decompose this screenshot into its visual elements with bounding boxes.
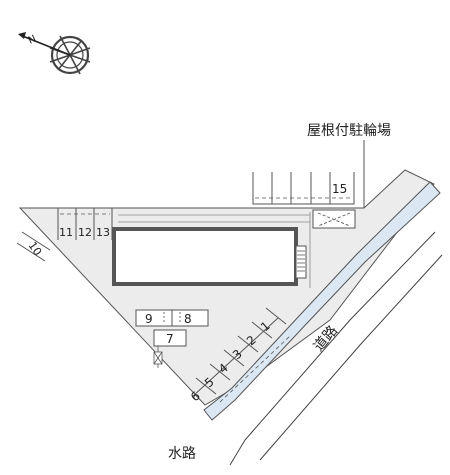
parking-row-upper-right: 15 — [252, 172, 355, 205]
compass-rose-icon: N — [18, 32, 91, 75]
parking-row-top: 11 12 13 — [57, 208, 113, 240]
parking-slot-label: 9 — [145, 312, 153, 326]
parking-slot-label: 12 — [78, 226, 92, 239]
parking-slot-label: 8 — [184, 312, 192, 326]
compass-north-letter: N — [27, 34, 38, 47]
waterway-label: 水路 — [168, 446, 196, 462]
road — [229, 231, 443, 466]
parking-slot-label: 10 — [26, 239, 45, 258]
parking-slot-label: 7 — [166, 332, 174, 346]
parking-group-middle: 9 8 7 — [135, 309, 209, 368]
building — [112, 227, 307, 286]
parking-slot-label: 15 — [332, 182, 347, 196]
driveway — [118, 212, 311, 288]
bicycle-parking-label: 屋根付駐輪場 — [307, 122, 391, 139]
parking-slot-label: 11 — [59, 226, 73, 239]
bicycle-parking: 屋根付駐輪場 — [307, 122, 391, 229]
waterway — [203, 181, 441, 421]
parking-slot-left: 10 — [16, 231, 51, 262]
parking-slot-label: 13 — [96, 226, 110, 239]
